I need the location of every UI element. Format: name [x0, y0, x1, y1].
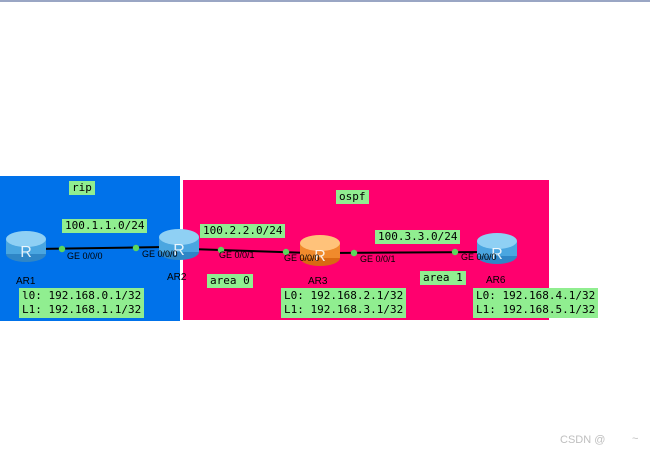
loopback-l1: L1: 192.168.3.1/32 [284, 303, 404, 316]
router-name-ar3: AR3 [308, 276, 328, 287]
ospf-area-0-label: area 0 [207, 274, 253, 288]
loopbacks-ar3: L0: 192.168.2.1/32 L1: 192.168.3.1/32 [281, 288, 407, 318]
watermark-tilde: ~ [632, 433, 639, 445]
svg-text:R: R [314, 248, 326, 265]
network-label-ar3-ar6: 100.3.3.0/24 [375, 230, 461, 244]
loopback-l0: L0: 192.168.2.1/32 [284, 289, 404, 302]
port-ar1-ge000: GE 0/0/0 [67, 251, 103, 261]
router-name-ar2: AR2 [167, 272, 187, 283]
router-icon: R [300, 235, 340, 266]
port-ar6-ge000: GE 0/0/0 [461, 252, 497, 262]
link-dot [451, 248, 459, 256]
port-ar3-ge000: GE 0/0/0 [284, 253, 320, 263]
svg-text:R: R [491, 246, 503, 263]
rip-zone-label: rip [69, 181, 95, 195]
loopbacks-ar1: l0: 192.168.0.1/32 L1: 192.168.1.1/32 [19, 288, 145, 318]
router-icon: R [159, 229, 199, 260]
link-dot [282, 248, 290, 256]
link-dot [132, 244, 140, 252]
top-border [0, 0, 650, 2]
port-ar3-ge001: GE 0/0/1 [360, 254, 396, 264]
port-ar2-ge000: GE 0/0/0 [142, 249, 178, 259]
loopback-l0: L0: 192.168.4.1/32 [476, 289, 596, 302]
port-ar2-ge001: GE 0/0/1 [219, 250, 255, 260]
link-dot [217, 246, 225, 254]
svg-text:R: R [173, 242, 185, 259]
loopbacks-ar6: L0: 192.168.4.1/32 L1: 192.168.5.1/32 [473, 288, 599, 318]
network-label-ar2-ar3: 100.2.2.0/24 [200, 224, 286, 238]
link-dot [58, 245, 66, 253]
loopback-l1: L1: 192.168.5.1/32 [476, 303, 596, 316]
svg-text:R: R [20, 244, 32, 261]
router-icon: R [477, 233, 517, 264]
loopback-l1: L1: 192.168.1.1/32 [22, 303, 142, 316]
network-label-ar1-ar2: 100.1.1.0/24 [62, 219, 148, 233]
router-name-ar1: AR1 [16, 276, 36, 287]
ospf-zone-label: ospf [336, 190, 369, 204]
router-icon: R [6, 231, 46, 262]
ospf-area-1-label: area 1 [420, 271, 466, 285]
link-ar1-ar2 [34, 246, 166, 250]
link-dot [350, 249, 358, 257]
link-ar2-ar3 [189, 248, 311, 254]
watermark-text: CSDN @ [560, 434, 606, 446]
loopback-l0: l0: 192.168.0.1/32 [22, 289, 142, 302]
router-name-ar6: AR6 [486, 275, 506, 286]
